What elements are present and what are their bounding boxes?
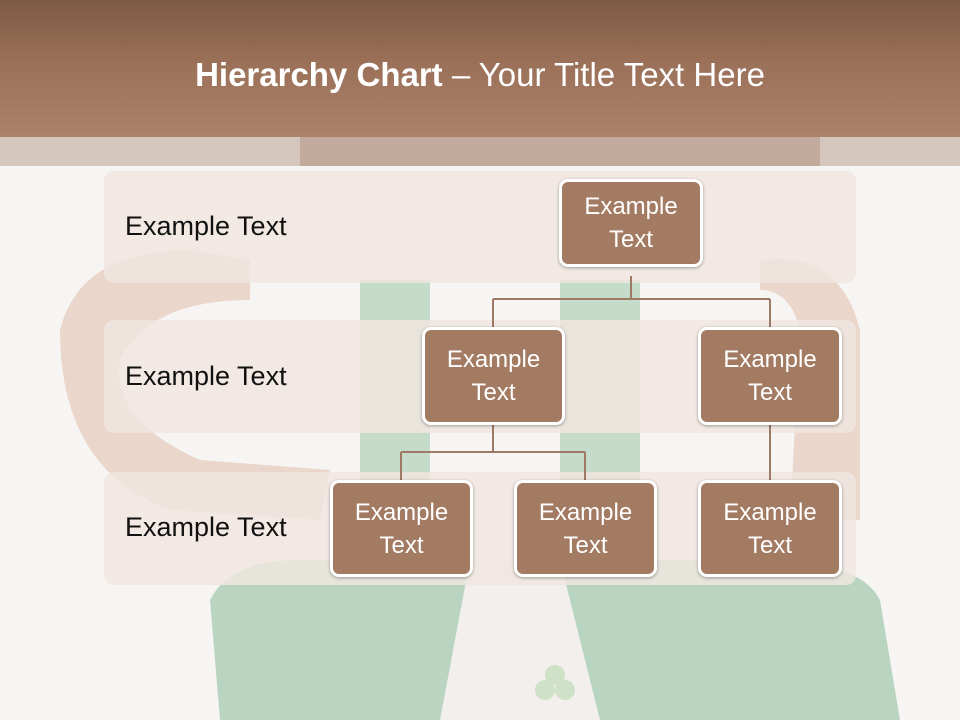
title-bar [0, 0, 960, 137]
title-bold: Hierarchy Chart [195, 56, 443, 93]
level-label-3: Example Text [125, 512, 287, 542]
level-band-1 [104, 171, 856, 283]
level-label-2: Example Text [125, 361, 287, 391]
node-level2-right[interactable]: Example Text [698, 327, 842, 425]
node-level2-left[interactable]: Example Text [422, 327, 565, 425]
node-level3-middle[interactable]: Example Text [514, 480, 657, 577]
level-label-1: Example Text [125, 211, 287, 241]
node-level3-right[interactable]: Example Text [698, 480, 842, 577]
node-root[interactable]: Example Text [559, 179, 703, 267]
slide-title: Hierarchy Chart – Your Title Text Here [0, 56, 960, 94]
node-level3-left[interactable]: Example Text [330, 480, 473, 577]
title-strip [0, 137, 960, 166]
title-rest: – Your Title Text Here [442, 56, 765, 93]
